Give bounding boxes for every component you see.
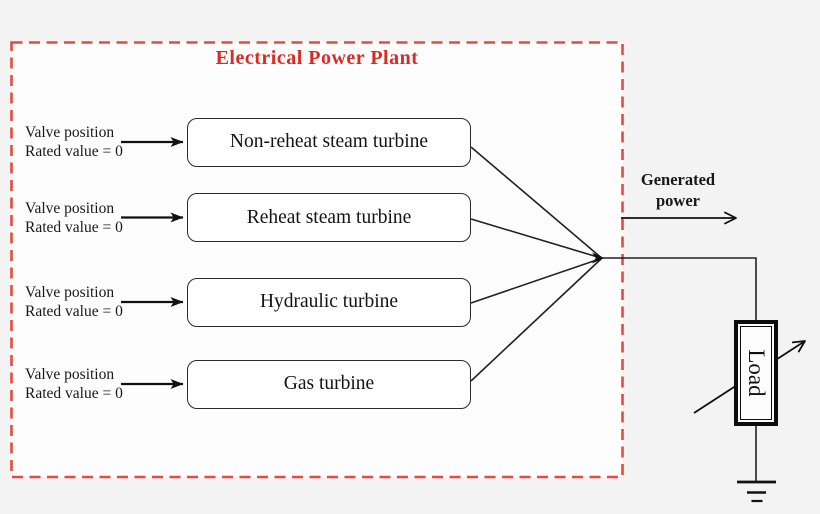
turbine-box-hydraulic: Hydraulic turbine	[187, 277, 471, 327]
valve-label-line1: Valve position	[25, 199, 115, 217]
load-block: Load	[734, 320, 778, 426]
turbine-box-gas: Gas turbine	[187, 359, 471, 409]
bus-to-load-wire	[603, 257, 757, 321]
turbine-output-wire	[470, 257, 602, 304]
diagram-title: Electrical Power Plant	[215, 47, 419, 69]
generated-power-line1: Generated	[640, 170, 716, 189]
turbine-output-wire	[470, 258, 602, 382]
turbine-output-wire	[470, 218, 602, 259]
turbine-box-label: Non-reheat steam turbine	[229, 131, 429, 152]
turbine-box-label: Hydraulic turbine	[259, 291, 399, 312]
generated-power-label: Generated power	[620, 169, 736, 211]
generated-power-line2: power	[656, 191, 700, 210]
turbine-box-label: Reheat steam turbine	[246, 206, 412, 228]
load-label: Load	[744, 349, 769, 397]
turbine-box-non-reheat-steam: Non-reheat steam turbine	[187, 117, 471, 167]
valve-input-arrows	[121, 137, 184, 389]
valve-label-line2: Rated value = 0	[25, 303, 123, 320]
valve-label-line2: Rated value = 0	[25, 218, 123, 236]
turbine-box-label: Gas turbine	[283, 373, 375, 394]
ground-symbol	[737, 480, 776, 503]
valve-position-label: Valve position Rated value = 0	[25, 283, 123, 321]
valve-label-line2: Rated value = 0	[25, 143, 123, 160]
turbine-output-wire	[470, 146, 602, 259]
valve-position-label: Valve position Rated value = 0	[25, 123, 123, 161]
valve-label-line1: Valve position	[25, 366, 115, 383]
valve-label-line2: Rated value = 0	[25, 385, 123, 402]
load-block-inner-border: Load	[740, 326, 772, 420]
bus-junction-arrowhead	[592, 252, 605, 264]
plant-boundary-dashed-box	[10, 41, 624, 479]
valve-position-label: Valve position Rated value = 0	[25, 199, 123, 237]
valve-label-line1: Valve position	[25, 284, 115, 301]
valve-position-label: Valve position Rated value = 0	[25, 365, 123, 403]
valve-label-line1: Valve position	[25, 124, 115, 141]
turbine-box-reheat-steam: Reheat steam turbine	[187, 193, 471, 242]
turbine-output-wires	[470, 146, 602, 382]
